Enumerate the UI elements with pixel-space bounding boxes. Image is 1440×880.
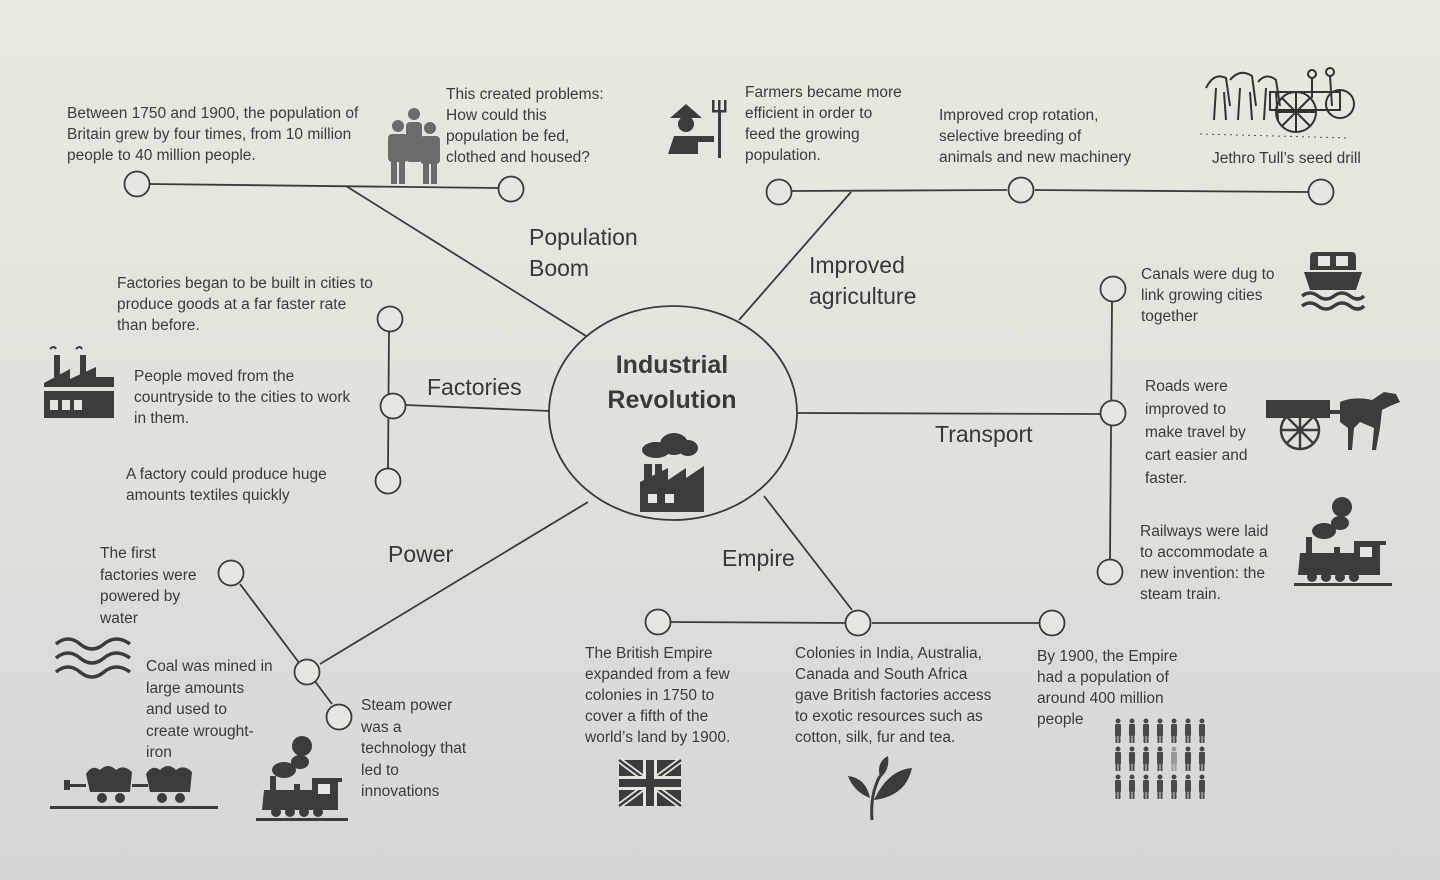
tea-leaf-icon [848,756,912,821]
transport-fact-2: Roads were improved to make travel by ca… [1145,378,1248,487]
node-transport-3 [1096,558,1124,586]
node-population-1 [123,170,151,198]
factories-fact-3: A factory could produce huge amounts tex… [126,466,327,504]
population-fact-1: Between 1750 and 1900, the population of… [67,105,359,164]
boat-icon [1300,252,1366,311]
union-jack-flag-icon [617,758,683,808]
coal-wagons-icon [50,766,218,809]
category-power-label: Power [388,541,454,567]
node-agriculture-1 [765,178,793,206]
node-power-1 [217,559,245,587]
steam-locomotive-icon [256,736,348,821]
node-transport-1 [1099,275,1127,303]
node-empire-1 [644,608,672,636]
category-empire-label: Empire [722,545,795,571]
agriculture-fact-1: Farmers became more efficient in order t… [745,84,902,164]
factories-fact-1: Factories began to be built in cities to… [117,275,373,334]
node-empire-3 [1038,609,1066,637]
factories-fact-2: People moved from the countryside to the… [134,368,351,427]
node-power-2 [293,658,321,686]
node-factories-3 [374,467,402,495]
empire-fact-1: The British Empire expanded from a few c… [585,645,731,746]
category-transport-label: Transport [935,421,1033,447]
people-group-icon [388,108,440,184]
horse-cart-icon [1266,392,1400,451]
steam-train-icon [1294,497,1392,586]
node-power-3 [325,703,353,731]
category-factories-label: Factories [427,374,522,400]
node-transport-2 [1099,399,1127,427]
category-agriculture-label: Improved agriculture [809,252,917,309]
factory-icon [44,346,114,418]
node-factories-2 [379,392,407,420]
population-fact-2: This created problems: How could this po… [446,86,604,166]
node-factories-1 [376,305,404,333]
transport-fact-3: Railways were laid to accommodate a new … [1140,523,1269,603]
node-empire-2 [844,609,872,637]
node-agriculture-3 [1307,178,1335,206]
factory-smoke-icon [640,433,704,512]
empire-fact-3: By 1900, the Empire had a population of … [1037,648,1178,728]
power-fact-2: Coal was mined in large amounts and used… [146,658,273,761]
seed-drill-horses-icon [1200,67,1355,139]
center-title: Industrial Revolution [607,351,737,414]
water-waves-icon [54,637,132,679]
farmer-pitchfork-icon [668,100,727,158]
empire-fact-2: Colonies in India, Australia, Canada and… [795,645,992,746]
agriculture-fact-3: Jethro Tull’s seed drill [1212,150,1361,167]
agriculture-fact-2: Improved crop rotation, selective breedi… [939,107,1132,166]
transport-fact-1: Canals were dug to link growing cities t… [1141,266,1275,325]
power-fact-1: The first factories were powered by wate… [100,545,197,627]
node-population-2 [497,175,525,203]
category-population-label: Population Boom [529,224,638,281]
node-agriculture-2 [1007,176,1035,204]
population-grid-icon [1115,718,1205,799]
power-fact-3: Steam power was a technology that led to… [361,697,467,800]
